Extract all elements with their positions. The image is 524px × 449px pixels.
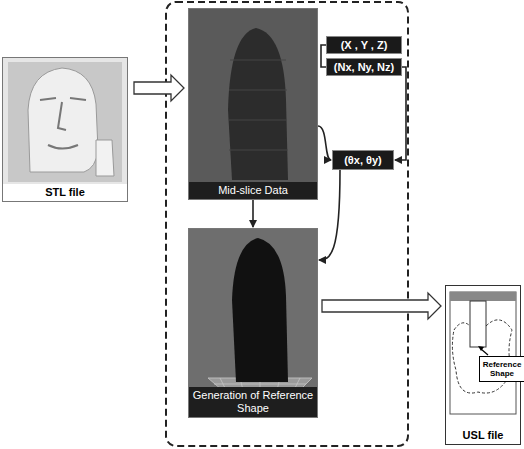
image-panel: Mid-slice Data bbox=[188, 8, 318, 200]
file-panel: STL file bbox=[2, 57, 128, 202]
face-features bbox=[40, 98, 86, 149]
connector bbox=[318, 126, 331, 160]
face-shape bbox=[28, 68, 98, 172]
node-label: (X , Y , Z) bbox=[338, 39, 391, 51]
node-label: STL file bbox=[3, 184, 127, 201]
usl-bar bbox=[450, 292, 516, 301]
data-tag: (X , Y , Z) bbox=[326, 36, 402, 54]
node-label: USL file bbox=[446, 427, 520, 444]
leader-line bbox=[481, 349, 488, 355]
callout-box: Reference Shape bbox=[479, 356, 524, 382]
connector bbox=[395, 67, 406, 160]
data-tag: (Nx, Ny, Nz) bbox=[326, 58, 402, 76]
generation-ground bbox=[188, 228, 318, 418]
connector bbox=[252, 200, 254, 227]
file-panel: USL file Reference Shape bbox=[445, 285, 521, 445]
node-label: Mid-slice Data bbox=[189, 182, 317, 199]
node-label: Generation of Reference Shape bbox=[189, 387, 317, 417]
angle-tag: (θx, θy) bbox=[332, 150, 394, 170]
slice-lines bbox=[229, 60, 288, 150]
reference-tool bbox=[470, 301, 486, 347]
connector bbox=[319, 170, 340, 260]
image-panel: Generation of Reference Shape bbox=[188, 228, 318, 418]
process-region bbox=[166, 2, 408, 446]
block-arrow bbox=[134, 75, 184, 101]
reference-solid bbox=[232, 238, 288, 382]
stl-base bbox=[96, 140, 114, 176]
midslice-shape bbox=[228, 28, 288, 180]
node-label: (θx, θy) bbox=[341, 154, 385, 166]
node-label: Reference Shape bbox=[480, 360, 524, 378]
stl-image bbox=[8, 62, 122, 182]
block-arrow bbox=[322, 293, 441, 319]
node-label: (Nx, Ny, Nz) bbox=[331, 61, 397, 73]
midslice-ground bbox=[188, 8, 318, 200]
leader-head bbox=[478, 346, 484, 351]
usl-frame bbox=[450, 292, 516, 414]
stl-ground bbox=[2, 57, 128, 202]
